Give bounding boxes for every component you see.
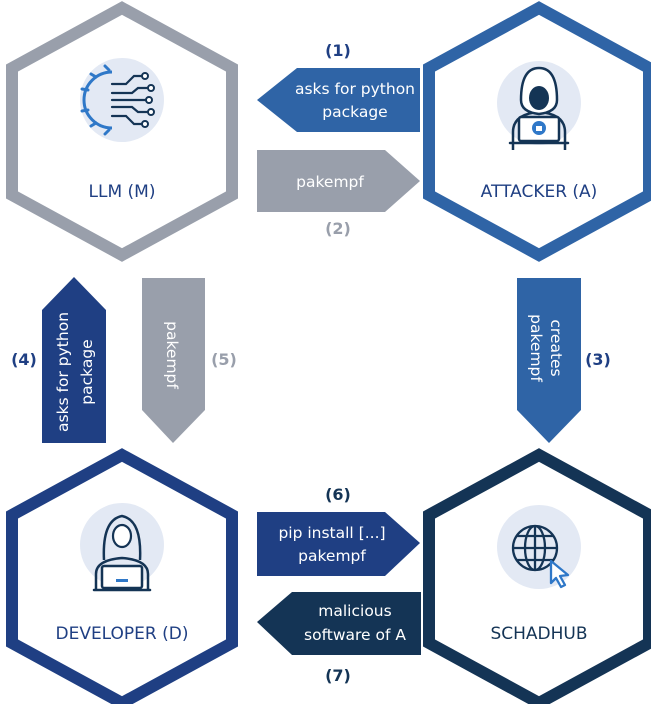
arrow-5-text: pakempf	[163, 321, 181, 389]
arrow-1-asks-for-python-package: (1) asks for python package	[257, 41, 420, 132]
arrow-3-shape	[517, 278, 581, 443]
arrow-2-pakempf: pakempf (2)	[257, 150, 420, 238]
node-developer: DEVELOPER (D)	[6, 448, 238, 704]
arrow-4-asks-for-python-package: asks for python package (4)	[11, 277, 106, 443]
node-schadhub: SCHADHUB	[423, 448, 651, 704]
arrow-7-malicious-software: malicious software of A (7)	[257, 592, 421, 685]
arrow-1-text-line-1: asks for python	[295, 80, 415, 98]
arrow-4-shape	[42, 277, 106, 443]
step-7-label: (7)	[325, 666, 351, 685]
arrow-4-text-line-2: package	[78, 339, 96, 404]
arrow-2-shape	[257, 150, 420, 212]
arrow-6-pip-install: (6) pip install [...] pakempf	[257, 485, 420, 576]
arrow-4-text-line-1: asks for python	[54, 312, 72, 432]
arrow-6-shape	[257, 512, 420, 576]
attacker-label: ATTACKER (A)	[481, 182, 598, 202]
llm-label: LLM (M)	[89, 182, 156, 202]
ai-gear-circuit-icon	[80, 58, 164, 142]
arrow-7-text-line-1: malicious	[318, 602, 391, 620]
node-llm: LLM (M)	[6, 1, 238, 262]
step-5-label: (5)	[211, 350, 237, 369]
arrow-6-text-line-2: pakempf	[298, 547, 366, 565]
arrow-7-text-line-2: software of A	[304, 626, 406, 644]
arrow-3-text-line-1: creates	[547, 319, 565, 376]
arrow-5-shape	[142, 278, 205, 443]
arrow-1-shape	[257, 68, 420, 132]
hooded-hacker-laptop-icon	[497, 61, 581, 150]
step-2-label: (2)	[325, 219, 351, 238]
step-4-label: (4)	[11, 350, 37, 369]
arrow-3-text-line-2: pakempf	[527, 314, 545, 382]
schadhub-label: SCHADHUB	[490, 624, 587, 644]
arrow-3-creates-pakempf: creates pakempf (3)	[517, 278, 611, 443]
arrow-5-pakempf: pakempf (5)	[142, 278, 237, 443]
arrow-6-text-line-1: pip install [...]	[278, 524, 385, 542]
arrow-2-text: pakempf	[296, 173, 364, 191]
step-6-label: (6)	[325, 485, 351, 504]
node-attacker: ATTACKER (A)	[423, 1, 651, 262]
globe-cursor-icon	[497, 505, 581, 589]
step-3-label: (3)	[585, 350, 611, 369]
step-1-label: (1)	[325, 41, 351, 60]
arrow-7-shape	[257, 592, 421, 655]
arrow-1-text-line-2: package	[322, 103, 387, 121]
developer-laptop-icon	[80, 503, 164, 592]
developer-label: DEVELOPER (D)	[55, 624, 188, 644]
